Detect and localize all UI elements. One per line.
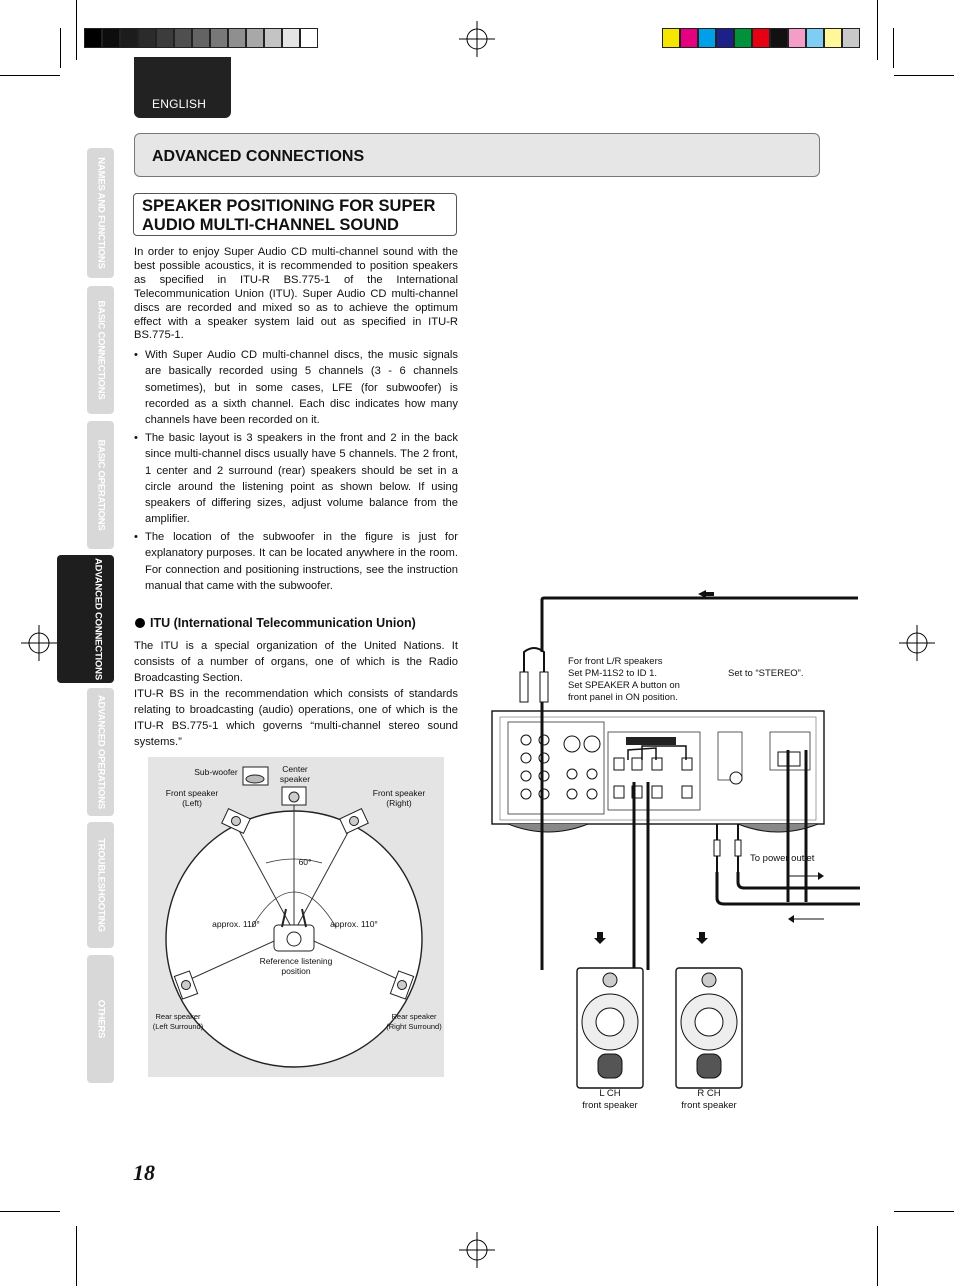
bullet-item: With Super Audio CD multi-channel discs,…: [134, 347, 458, 428]
color-swatch: [824, 28, 842, 48]
tab-others[interactable]: OTHERS: [87, 955, 114, 1083]
subwoofer-label: Sub-woofer: [194, 767, 238, 777]
section-header: ADVANCED CONNECTIONS: [134, 133, 820, 177]
bullet-item: The location of the subwoofer in the fig…: [134, 529, 458, 594]
tab-names-and-functions[interactable]: NAMES AND FUNCTIONS: [87, 148, 114, 278]
color-swatch: [680, 28, 698, 48]
color-swatch: [264, 28, 282, 48]
registration-mark-left: [21, 625, 57, 661]
registration-mark-bottom: [459, 1232, 495, 1268]
tab-advanced-connections[interactable]: ADVANCED CONNECTIONS: [57, 555, 114, 683]
language-tab: ENGLISH: [134, 57, 231, 118]
color-swatch: [84, 28, 102, 48]
color-swatch: [716, 28, 734, 48]
connection-diagram: For front L/R speakers Set PM-11S2 to ID…: [488, 582, 860, 1122]
color-swatch: [120, 28, 138, 48]
color-swatch: [282, 28, 300, 48]
intro-paragraph: In order to enjoy Super Audio CD multi-c…: [134, 246, 458, 342]
color-swatch: [752, 28, 770, 48]
color-swatch: [228, 28, 246, 48]
color-swatch: [770, 28, 788, 48]
page-number: 18: [133, 1160, 155, 1185]
rear-right-label: Rear speaker(Right Surround): [386, 1012, 442, 1031]
color-swatch: [662, 28, 680, 48]
power-outlet-label: To power outlet: [750, 853, 815, 864]
color-swatch: [174, 28, 192, 48]
front-left-label: Front speaker(Left): [165, 788, 219, 808]
approx-110-right-label: approx. 110°: [330, 919, 378, 929]
section-title: ADVANCED CONNECTIONS: [152, 148, 365, 165]
color-swatch: [102, 28, 120, 48]
color-swatch: [300, 28, 318, 48]
color-swatch: [806, 28, 824, 48]
front-right-label: Front speaker(Right): [372, 788, 426, 808]
color-swatch: [788, 28, 806, 48]
grayscale-calibration-bar: [84, 28, 318, 48]
approx-110-left-label: approx. 110°: [212, 919, 260, 929]
tab-troubleshooting[interactable]: TROUBLESHOOTING: [87, 822, 114, 948]
color-swatch: [842, 28, 860, 48]
registration-mark-right: [899, 625, 935, 661]
color-calibration-bar: [662, 28, 860, 48]
itu-heading: ITU (International Telecommunication Uni…: [135, 616, 416, 630]
language-label: ENGLISH: [152, 97, 207, 111]
front-speaker-setup-note: For front L/R speakers Set PM-11S2 to ID…: [568, 656, 680, 703]
bullet-circle-icon: [135, 618, 145, 628]
speaker-layout-drawing: [165, 766, 423, 1068]
connection-drawing: [491, 590, 860, 1089]
bullet-item: The basic layout is 3 speakers in the fr…: [134, 430, 458, 528]
stereo-setting-note: Set to “STEREO”.: [728, 668, 804, 679]
tab-basic-connections[interactable]: BASIC CONNECTIONS: [87, 286, 114, 414]
color-swatch: [246, 28, 264, 48]
color-swatch: [156, 28, 174, 48]
registration-mark-top: [459, 21, 495, 57]
tab-basic-operations[interactable]: BASIC OPERATIONS: [87, 421, 114, 549]
article-title: SPEAKER POSITIONING FOR SUPER AUDIO MULT…: [133, 193, 457, 236]
rear-left-label: Rear speaker(Left Surround): [152, 1012, 204, 1031]
color-swatch: [698, 28, 716, 48]
color-swatch: [138, 28, 156, 48]
angle-60-label: 60°: [298, 857, 312, 867]
tab-advanced-operations[interactable]: ADVANCED OPERATIONS: [87, 688, 114, 816]
itu-paragraph-2: ITU-R BS in the recommendation which con…: [134, 688, 458, 748]
color-swatch: [210, 28, 228, 48]
color-swatch: [192, 28, 210, 48]
itu-paragraph-1: The ITU is a special organization of the…: [134, 640, 458, 684]
color-swatch: [734, 28, 752, 48]
